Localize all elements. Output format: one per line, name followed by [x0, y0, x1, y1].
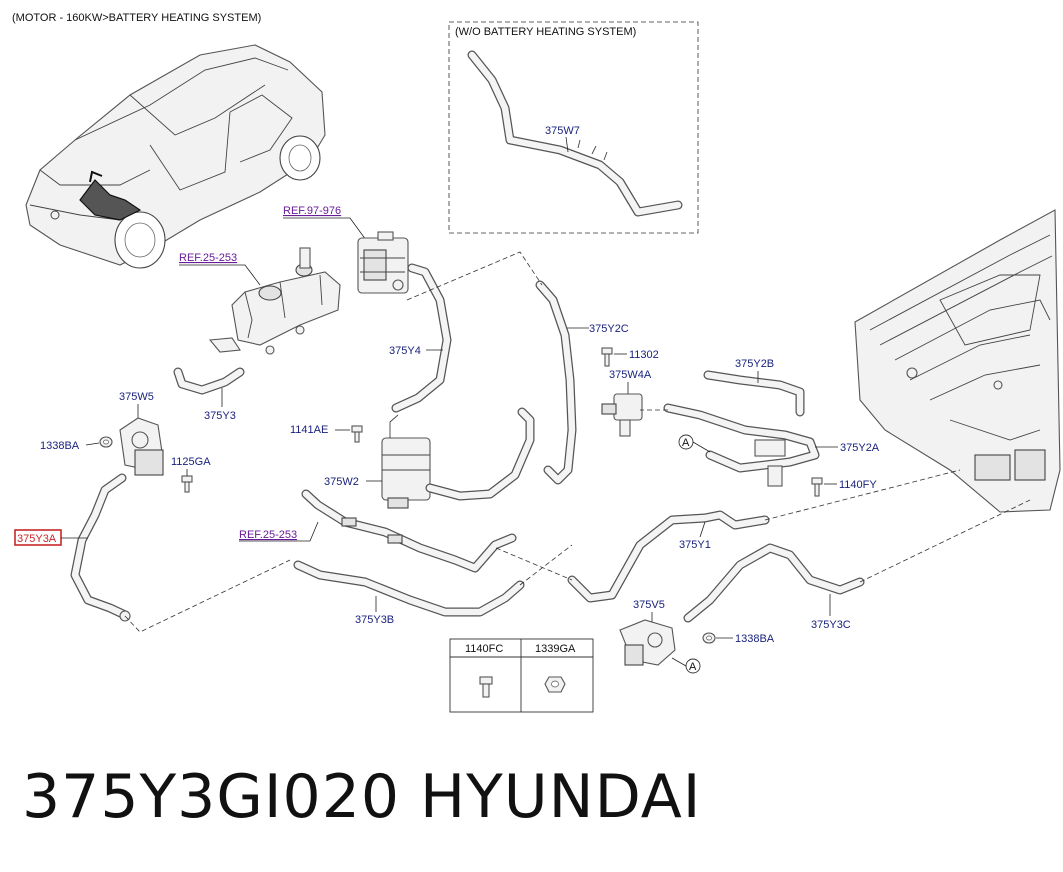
label-375V5[interactable]: 375V5: [633, 599, 665, 611]
inset-frame: [448, 21, 699, 234]
ref-97-976[interactable]: REF.97-976: [283, 205, 341, 217]
heater-375W2: [381, 414, 431, 509]
connection-lines: [124, 251, 1031, 633]
nut-1338BA-right: [702, 632, 716, 644]
footer-part-number: 375Y3GI020: [22, 762, 401, 832]
nut-1338BA-left: [99, 436, 113, 448]
bolt-11302: [601, 347, 613, 367]
valve-375V5: [619, 619, 676, 666]
label-1338BA-left[interactable]: 1338BA: [40, 440, 80, 452]
hose-375Y2A: [663, 403, 820, 487]
valve-375W4A: [601, 393, 643, 437]
hose-375Y3C: [683, 543, 865, 623]
label-375Y2B[interactable]: 375Y2B: [735, 358, 774, 370]
bolt-1140FY: [811, 477, 823, 497]
hose-375Y4: [391, 263, 452, 413]
hose-375Y3A: [70, 473, 131, 622]
inset-hose: [467, 50, 683, 217]
hose-375W2-outlet: [425, 407, 535, 501]
label-375W4A[interactable]: 375W4A: [609, 369, 652, 381]
inset-title: (W/O BATTERY HEATING SYSTEM): [455, 26, 636, 38]
label-375Y2A[interactable]: 375Y2A: [840, 442, 880, 454]
callout-a-upper-text: A: [682, 437, 690, 449]
battery-pack: [854, 209, 1061, 513]
bolt-1141AE: [351, 425, 363, 443]
label-375Y2C[interactable]: 375Y2C: [589, 323, 629, 335]
label-375W2[interactable]: 375W2: [324, 476, 359, 488]
label-1140FY[interactable]: 1140FY: [839, 479, 877, 491]
hose-375Y2B: [703, 370, 805, 417]
label-375W5[interactable]: 375W5: [119, 391, 154, 403]
table-header-1140FC: 1140FC: [465, 643, 503, 655]
electric-water-pump: [357, 231, 409, 294]
label-375Y3C[interactable]: 375Y3C: [811, 619, 851, 631]
callout-a-lower-text: A: [689, 661, 697, 673]
hose-375Y3B: [293, 560, 525, 617]
label-375Y3A[interactable]: 375Y3A: [17, 533, 57, 545]
highlight-box-375Y3A: [14, 529, 62, 546]
bolt-1125GA: [181, 475, 193, 493]
nut-1339GA-icon: [544, 676, 566, 693]
label-375Y4[interactable]: 375Y4: [389, 345, 421, 357]
label-375W7[interactable]: 375W7: [545, 125, 580, 137]
hose-375Y1: [567, 510, 770, 603]
hose-375Y3: [173, 367, 245, 395]
vehicle-illustration: [25, 44, 326, 269]
coolant-reservoir: [208, 247, 341, 355]
label-1141AE[interactable]: 1141AE: [290, 424, 328, 436]
label-375Y1[interactable]: 375Y1: [679, 539, 711, 551]
label-375Y3B[interactable]: 375Y3B: [355, 614, 394, 626]
header-title: (MOTOR - 160KW>BATTERY HEATING SYSTEM): [12, 12, 261, 24]
pump-375W5: [119, 417, 164, 476]
label-375Y3[interactable]: 375Y3: [204, 410, 236, 422]
hose-upper-mid: [301, 489, 517, 573]
label-1338BA-right[interactable]: 1338BA: [735, 633, 775, 645]
label-1125GA[interactable]: 1125GA: [171, 456, 211, 468]
bolt-1140FC-icon: [479, 676, 493, 698]
hose-375Y2C: [535, 280, 577, 485]
fastener-table: 1140FC 1339GA: [449, 638, 594, 713]
footer-brand: HYUNDAI: [420, 762, 702, 832]
label-11302[interactable]: 11302: [629, 349, 659, 361]
table-header-1339GA: 1339GA: [535, 643, 576, 655]
ref-25-253-lower[interactable]: REF.25-253: [239, 529, 297, 541]
ref-25-253-top[interactable]: REF.25-253: [179, 252, 237, 264]
